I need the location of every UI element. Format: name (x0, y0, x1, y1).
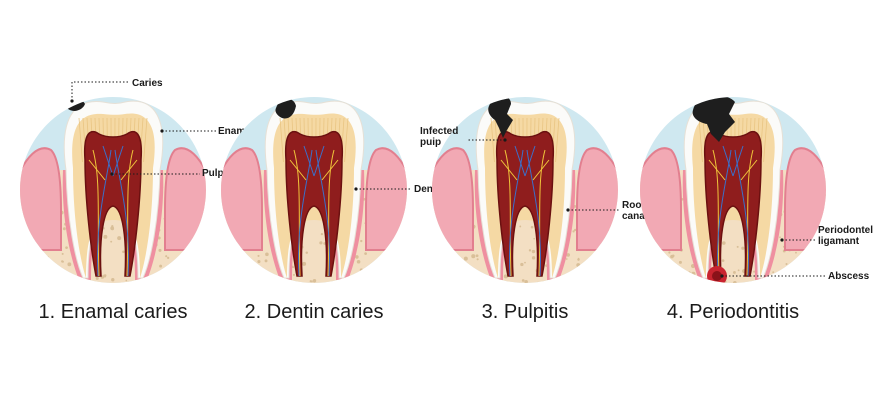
abscess-leader-dot (720, 274, 724, 278)
stage-title: 2. Dentin caries (245, 301, 384, 323)
enamel-leader-dot (160, 129, 164, 133)
caries-label: Caries (132, 78, 163, 89)
pulp-leader-dot (110, 172, 114, 176)
caries-lesion (692, 97, 735, 142)
stage-title: 3. Pulpitis (482, 301, 569, 323)
periodontal-ligament-leader-dot (780, 238, 784, 242)
abscess-label: Abscess (828, 271, 870, 282)
infected-pulp-leader-dot (503, 138, 507, 142)
dentin-leader-dot (354, 187, 358, 191)
enamel-label: Enamel (218, 126, 254, 137)
gum-right (365, 147, 407, 251)
dentin-label: Dentin (414, 184, 445, 195)
pulp-label: Pulp (202, 168, 224, 179)
gum-right (576, 147, 618, 251)
nerves (500, 145, 550, 277)
gum-left (221, 147, 263, 251)
caries-lesion (488, 97, 513, 138)
abscess-core (712, 271, 722, 281)
caries-leader (71, 81, 128, 101)
gum-right (164, 147, 206, 251)
gum-left (20, 147, 62, 251)
stage-panel-2: 2. Dentin caries Dentin (221, 97, 445, 323)
nerves (289, 145, 339, 277)
caries-lesion (275, 98, 296, 119)
caries-leader-dot (70, 99, 74, 103)
stage-title: 1. Enamal caries (39, 301, 188, 323)
stage-title: 4. Periodontitis (667, 301, 799, 323)
nerves (708, 145, 758, 277)
root-canal-leader-dot (566, 208, 570, 212)
gum-left (432, 147, 474, 251)
nerves (88, 145, 138, 277)
